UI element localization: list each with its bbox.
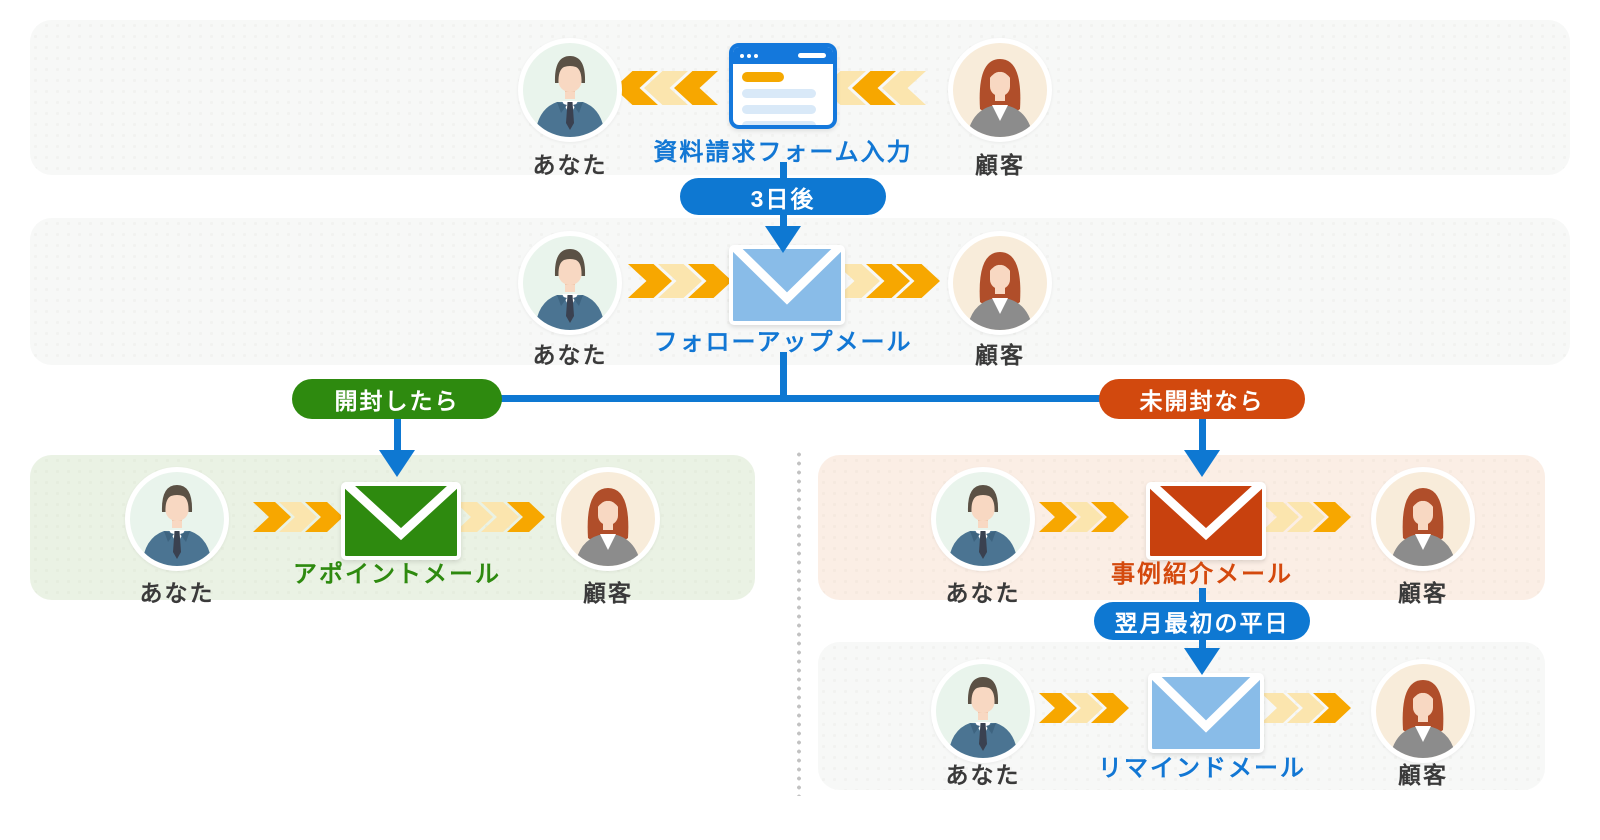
connector-line xyxy=(779,162,787,182)
down-arrow-icon xyxy=(765,226,801,253)
form-line-icon xyxy=(742,121,816,125)
window-dot-icon xyxy=(754,53,758,58)
remind-mail-icon xyxy=(1148,673,1264,753)
customer-avatar xyxy=(948,38,1052,142)
form-line-icon xyxy=(742,105,816,114)
customer-label: 顧客 xyxy=(1398,762,1448,788)
followup-mail-icon xyxy=(729,245,845,325)
customer-avatar xyxy=(1371,659,1475,763)
address-bar-icon xyxy=(798,53,826,58)
down-arrow-icon xyxy=(1184,648,1220,675)
opened-condition-badge: 開封したら xyxy=(292,379,502,419)
you-avatar xyxy=(931,467,1035,571)
customer-label: 顧客 xyxy=(975,342,1025,368)
form-request-label: 資料請求フォーム入力 xyxy=(653,139,913,166)
customer-label: 顧客 xyxy=(975,152,1025,178)
you-avatar xyxy=(518,231,622,335)
arrow-right-segment xyxy=(1039,502,1129,532)
you-label: あなた xyxy=(139,580,215,606)
connector-line xyxy=(779,352,787,398)
arrow-right-segment xyxy=(1261,693,1351,723)
you-label: あなた xyxy=(532,342,608,368)
customer-avatar xyxy=(948,231,1052,335)
browser-titlebar xyxy=(733,47,833,64)
customer-avatar xyxy=(1371,467,1475,571)
branch-divider-dotted-line xyxy=(797,450,801,796)
connector-line xyxy=(1198,588,1206,604)
connector-line xyxy=(1198,638,1206,650)
arrow-right-segment xyxy=(1261,502,1351,532)
form-line-icon xyxy=(742,89,816,98)
connector-line xyxy=(393,419,401,453)
remind-mail-label: リマインドメール xyxy=(1098,755,1306,782)
unopened-condition-badge: 未開封なら xyxy=(1099,379,1305,419)
browser-form-icon xyxy=(729,43,837,129)
arrow-right-segment xyxy=(836,264,940,298)
appoint-mail-icon xyxy=(341,482,461,560)
you-label: あなた xyxy=(532,152,608,178)
down-arrow-icon xyxy=(379,450,415,477)
window-dot-icon xyxy=(747,53,751,58)
you-label: あなた xyxy=(945,762,1021,788)
you-avatar xyxy=(931,659,1035,763)
next-weekday-badge: 翌月最初の平日 xyxy=(1094,602,1310,640)
customer-label: 顧客 xyxy=(1398,580,1448,606)
followup-mail-label: フォローアップメール xyxy=(653,329,913,356)
arrow-right-segment xyxy=(253,502,343,532)
arrow-right-segment xyxy=(1039,693,1129,723)
you-avatar xyxy=(518,38,622,142)
you-label: あなた xyxy=(945,580,1021,606)
connector-line xyxy=(1198,419,1206,453)
arrow-left-segment xyxy=(628,71,718,105)
form-title-bar-icon xyxy=(742,72,784,82)
case-mail-label: 事例紹介メール xyxy=(1111,561,1293,588)
customer-avatar xyxy=(556,467,660,571)
branch-line xyxy=(397,395,1202,402)
form-fields-icon xyxy=(733,64,833,125)
window-dot-icon xyxy=(740,53,744,58)
arrow-right-segment xyxy=(455,502,545,532)
connector-line xyxy=(779,213,787,229)
arrow-right-segment xyxy=(628,264,732,298)
down-arrow-icon xyxy=(1184,450,1220,477)
arrow-left-segment xyxy=(836,71,926,105)
case-mail-icon xyxy=(1146,482,1266,560)
customer-label: 顧客 xyxy=(583,580,633,606)
appoint-mail-label: アポイントメール xyxy=(293,561,501,588)
delay-badge: 3日後 xyxy=(680,178,886,215)
you-avatar xyxy=(125,467,229,571)
